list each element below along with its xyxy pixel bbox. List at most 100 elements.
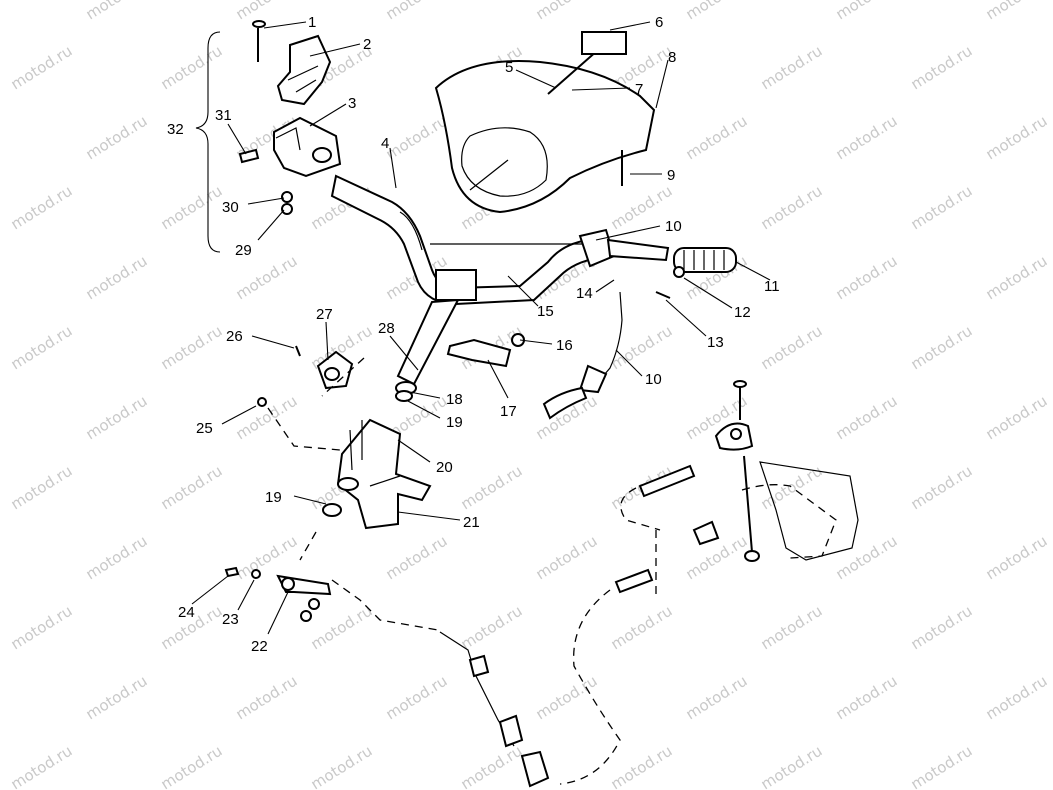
watermark-text: motod.ru	[308, 602, 376, 654]
callout-17: 17	[500, 403, 517, 420]
watermark-text: motod.ru	[458, 462, 526, 514]
callout-22: 22	[251, 638, 268, 655]
callout-21: 21	[463, 514, 480, 531]
dashed-routes	[267, 357, 837, 785]
watermark-text: motod.ru	[833, 0, 901, 23]
callout-23: 23	[222, 611, 239, 628]
callout-9: 9	[667, 167, 675, 184]
callout-19b: 19	[265, 489, 282, 506]
steering-column-part	[396, 298, 460, 386]
watermark-text: motod.ru	[833, 112, 901, 164]
watermark-text: motod.ru	[608, 602, 676, 654]
watermark-text: motod.ru	[908, 462, 976, 514]
watermark-text: motod.ru	[233, 252, 301, 304]
callout-19a: 19	[446, 414, 463, 431]
leader-lines	[191, 21, 771, 635]
watermark-text: motod.ru	[908, 42, 976, 94]
callout-10a: 10	[665, 218, 682, 235]
watermark-text: motod.ru	[833, 672, 901, 724]
watermark-text: motod.ru	[158, 742, 226, 790]
watermark-text: motod.ru	[383, 112, 451, 164]
watermark-text: motod.ru	[758, 42, 826, 94]
callout-18: 18	[446, 391, 463, 408]
watermark-text: motod.ru	[8, 462, 76, 514]
bolt-part	[252, 20, 266, 62]
callout-2: 2	[363, 36, 371, 53]
callout-28: 28	[378, 320, 395, 337]
watermark-text: motod.ru	[458, 602, 526, 654]
watermark-text: motod.ru	[683, 0, 751, 23]
callout-11: 11	[764, 278, 780, 295]
watermark-text: motod.ru	[83, 0, 151, 23]
watermark-text: motod.ru	[983, 532, 1051, 584]
watermark-text: motod.ru	[533, 0, 601, 23]
watermark-text: motod.ru	[158, 322, 226, 374]
watermark-text: motod.ru	[608, 742, 676, 790]
watermark-text: motod.ru	[908, 602, 976, 654]
watermark-text: motod.ru	[233, 0, 301, 23]
callout-8: 8	[668, 49, 676, 66]
watermark-text: motod.ru	[758, 602, 826, 654]
callout-6: 6	[655, 14, 663, 31]
watermark-text: motod.ru	[383, 0, 451, 23]
watermark-text: motod.ru	[908, 742, 976, 790]
watermark-text: motod.ru	[233, 392, 301, 444]
callout-26: 26	[226, 328, 243, 345]
watermark-text: motod.ru	[8, 602, 76, 654]
group-brace	[195, 31, 221, 253]
watermark-text: motod.ru	[908, 322, 976, 374]
watermark-text: motod.ru	[683, 672, 751, 724]
watermark-text: motod.ru	[758, 182, 826, 234]
callout-20: 20	[436, 459, 453, 476]
callout-10b: 10	[645, 371, 662, 388]
watermark-text: motod.ru	[83, 112, 151, 164]
callout-29: 29	[235, 242, 252, 259]
watermark-text: motod.ru	[8, 742, 76, 790]
callout-24: 24	[178, 604, 195, 621]
callout-16: 16	[556, 337, 573, 354]
callout-7: 7	[635, 81, 643, 98]
watermark-text: motod.ru	[983, 252, 1051, 304]
callout-13: 13	[707, 334, 724, 351]
support-bracket-part	[336, 418, 432, 530]
watermark-text: motod.ru	[83, 672, 151, 724]
watermark-text: motod.ru	[83, 532, 151, 584]
watermark-text: motod.ru	[233, 672, 301, 724]
bracket-part	[276, 34, 332, 106]
callout-27: 27	[316, 306, 333, 323]
watermark-text: motod.ru	[758, 462, 826, 514]
watermark-text: motod.ru	[983, 392, 1051, 444]
watermark-text: motod.ru	[983, 0, 1051, 23]
watermark-text: motod.ru	[533, 672, 601, 724]
watermark-text: motod.ru	[83, 392, 151, 444]
callout-15: 15	[537, 303, 554, 320]
watermark-text: motod.ru	[533, 532, 601, 584]
watermark-text: motod.ru	[8, 42, 76, 94]
callout-30: 30	[222, 199, 239, 216]
watermark-text: motod.ru	[983, 112, 1051, 164]
watermark-text: motod.ru	[758, 322, 826, 374]
watermark-text: motod.ru	[458, 742, 526, 790]
callout-25: 25	[196, 420, 213, 437]
watermark-text: motod.ru	[233, 532, 301, 584]
callout-32: 32	[167, 121, 184, 138]
watermark-text: motod.ru	[83, 252, 151, 304]
callout-3: 3	[348, 95, 356, 112]
watermark-text: motod.ru	[383, 672, 451, 724]
parts-artwork	[224, 20, 859, 788]
watermark-text: motod.ru	[158, 182, 226, 234]
watermark-text: motod.ru	[758, 742, 826, 790]
watermark-text: motod.ru	[383, 532, 451, 584]
watermark-text: motod.ru	[158, 42, 226, 94]
watermark-text: motod.ru	[308, 742, 376, 790]
switch-housing-part	[273, 116, 342, 178]
callout-5: 5	[505, 59, 513, 76]
watermark-text: motod.ru	[833, 532, 901, 584]
watermark-text: motod.ru	[8, 182, 76, 234]
callout-4: 4	[381, 135, 389, 152]
watermark-text: motod.ru	[683, 112, 751, 164]
watermark-text: motod.ru	[158, 462, 226, 514]
callout-31: 31	[215, 107, 232, 124]
watermark-text: motod.ru	[833, 392, 901, 444]
